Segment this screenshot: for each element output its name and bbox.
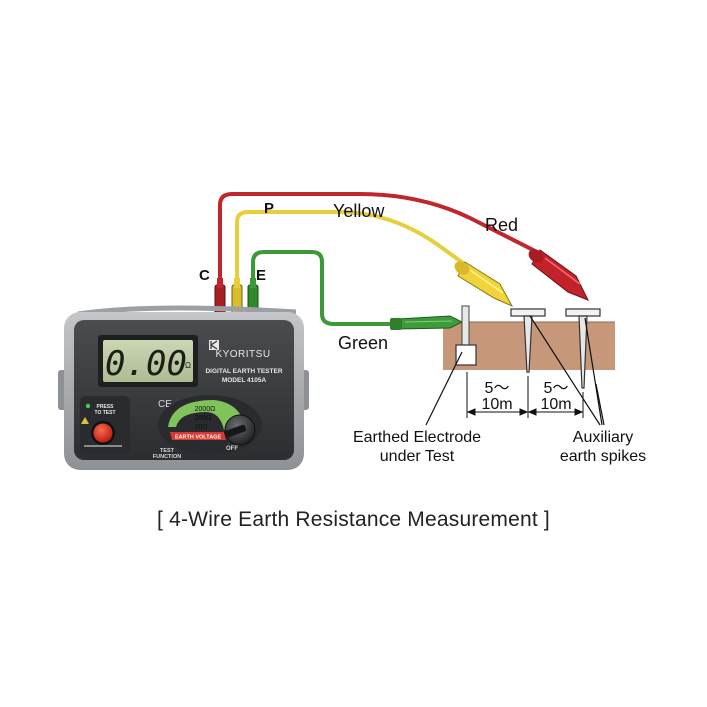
earth-voltage-label: EARTH VOLTAGE [175, 435, 222, 441]
clips [390, 249, 590, 330]
brand-name: KYORITSU [215, 349, 270, 360]
range-2000: 2000Ω [195, 406, 216, 413]
distance-2-bottom: 10m [540, 396, 571, 413]
earth-tester: 0.00 Ω KYORITSU DIGITAL EARTH TESTER MOD… [58, 278, 309, 470]
earthed-electrode [455, 305, 477, 366]
handle [77, 305, 297, 317]
function-label: FUNCTION [153, 454, 181, 460]
lcd-reading: 0.00 [105, 344, 187, 384]
model-line-1: DIGITAL EARTH TESTER [205, 368, 282, 375]
green-clip [390, 315, 464, 330]
green-lead-wire [251, 250, 402, 326]
yellow-lead-label: Yellow [333, 201, 385, 221]
brand-logo-mark [209, 340, 219, 350]
range-20: 20Ω [194, 424, 207, 431]
button-caption-line [84, 445, 122, 447]
indicator-led [85, 403, 91, 409]
spikes-label-line1: Auxiliary [573, 429, 633, 446]
test-leads [218, 192, 547, 326]
press-label-1: PRESS [97, 404, 115, 410]
test-button[interactable] [93, 423, 113, 443]
spikes-label-line2: earth spikes [560, 448, 646, 465]
auxiliary-spike-p [510, 308, 546, 373]
distance-2-top: 5～ [544, 380, 569, 397]
range-arc [168, 400, 240, 430]
label-pointers [425, 315, 605, 426]
lcd-screen [103, 340, 193, 382]
test-label: TEST [160, 448, 175, 454]
red-lead-wire [218, 192, 547, 298]
terminal-e-label: E [256, 267, 266, 284]
brand-logo-k-icon [210, 340, 218, 350]
distance-1-bottom: 10m [481, 396, 512, 413]
diagram-caption: [ 4-Wire Earth Resistance Measurement ] [157, 508, 550, 531]
distance-1-top: 5～ [485, 380, 510, 397]
ce-mark: CE [158, 399, 172, 410]
electrode-label-line2: under Test [380, 448, 455, 465]
red-clip [528, 249, 590, 301]
red-lead-label: Red [485, 215, 518, 235]
yellow-lead-wire [235, 210, 472, 298]
green-lead-label: Green [338, 333, 388, 353]
model-line-2: MODEL 4105A [222, 377, 267, 384]
range-200: 200Ω [195, 415, 212, 422]
earth-voltage-band [170, 432, 226, 440]
press-label-2: TO TEST [94, 410, 115, 416]
terminal-c-label: C [199, 267, 210, 284]
terminal-p-label: P [264, 200, 274, 217]
distance-markers [466, 372, 584, 418]
electrode-label-line1: Earthed Electrode [353, 429, 481, 446]
off-label: OFF [226, 446, 238, 452]
yellow-clip [454, 261, 514, 308]
auxiliary-spike-c [565, 308, 601, 389]
lcd-unit: Ω [185, 361, 191, 370]
range-knob-pointer [224, 424, 247, 438]
warning-icon [81, 417, 89, 424]
